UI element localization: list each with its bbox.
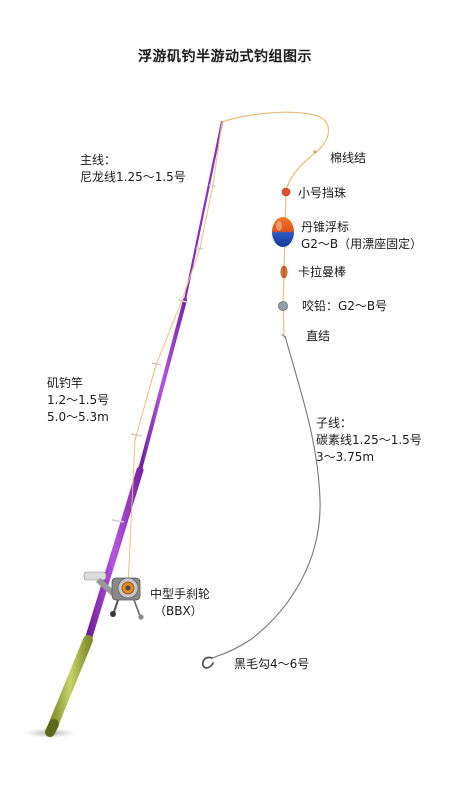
float-label: 丹锥浮标 G2～B（用漂座固定）	[301, 219, 422, 253]
main-line-along-rod	[127, 121, 223, 587]
hook-label: 黑毛勾4～6号	[234, 657, 310, 671]
small-bead-label: 小号挡珠	[298, 186, 347, 200]
rod-length: 5.0～5.3m	[47, 410, 109, 424]
rod-size: 1.2～1.5号	[47, 393, 110, 407]
rod-name: 矶钓竿	[47, 376, 84, 390]
rod-tip	[183, 120, 224, 302]
reel-name: 中型手刹轮	[150, 587, 211, 601]
leader-length: 3～3.75m	[316, 450, 375, 464]
main-line	[221, 111, 330, 335]
rod-handle	[47, 635, 93, 733]
hook	[202, 656, 214, 669]
rod-mid	[138, 298, 187, 472]
leader-label: 子线： 碳素线1.25～1.5号 3～3.75m	[316, 415, 422, 466]
sinker-label: 咬铅：G2～B号	[302, 299, 388, 313]
swivel-stick-label: 卡拉曼棒	[298, 265, 347, 279]
float-name: 丹锥浮标	[301, 220, 350, 234]
float	[272, 217, 294, 247]
reel-label: 中型手刹轮 （BBX）	[150, 586, 210, 620]
cotton-knot-label: 棉线结	[330, 151, 367, 165]
main-line-spec: 尼龙线1.25～1.5号	[80, 170, 186, 184]
diagram-title: 浮游矶钓半游动式钓组图示	[138, 49, 312, 65]
main-line-label: 主线： 尼龙线1.25～1.5号	[80, 152, 186, 186]
spinning-reel	[83, 571, 144, 620]
straight-knot-label: 直结	[306, 329, 331, 343]
small-bead	[281, 187, 291, 197]
rod-guides	[111, 184, 216, 523]
cotton-knot-marker	[313, 150, 317, 154]
float-spec: G2～B（用漂座固定）	[301, 237, 423, 251]
main-line-title: 主线：	[80, 153, 117, 167]
leader-spec: 碳素线1.25～1.5号	[316, 433, 422, 447]
rod-butt-cap	[45, 719, 59, 737]
split-shot-sinker	[278, 301, 288, 311]
leader-title: 子线：	[316, 416, 353, 430]
rod-butt	[84, 466, 144, 644]
leader-line	[211, 335, 321, 659]
reel-code: （BBX）	[154, 604, 203, 618]
rod-label: 矶钓竿 1.2～1.5号 5.0～5.3m	[47, 375, 109, 426]
swivel-stick	[280, 265, 288, 279]
